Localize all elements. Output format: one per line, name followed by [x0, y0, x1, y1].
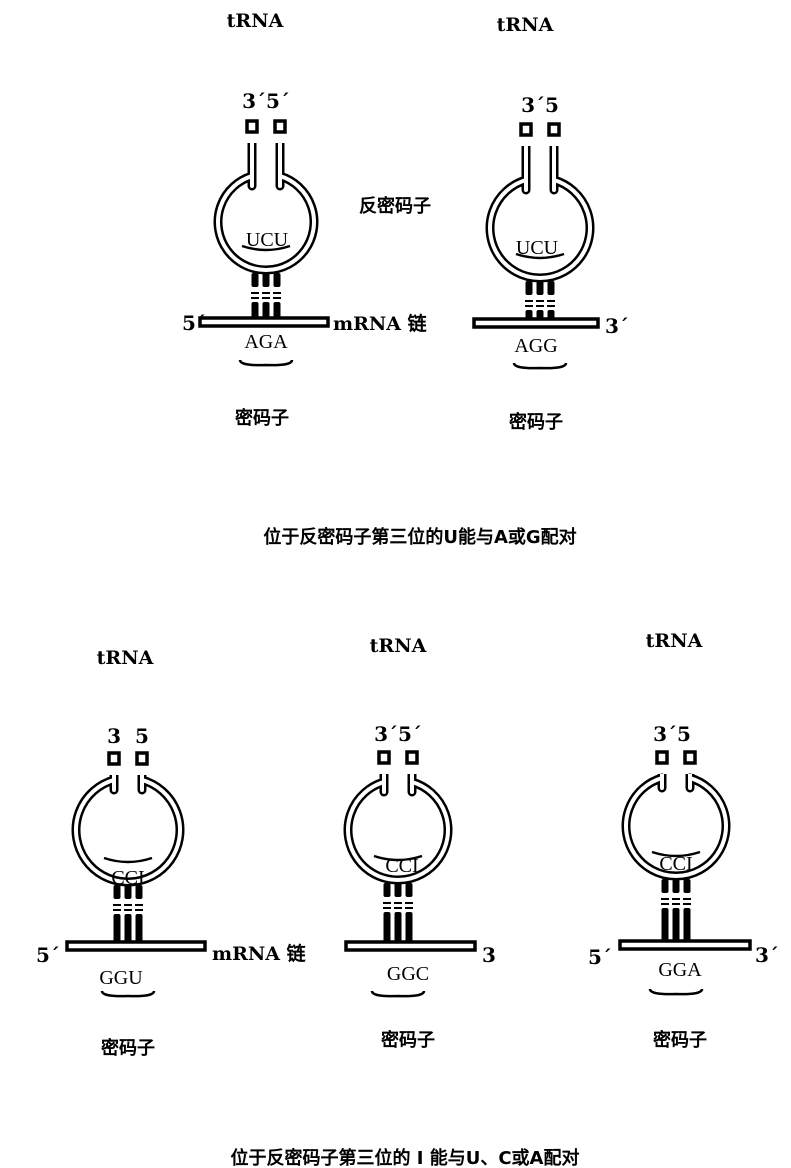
mrna-label: mRNA 链	[333, 312, 427, 335]
trna-loop-inner	[624, 774, 728, 878]
caption-bottom: 位于反密码子第三位的 I 能与U、C或A配对	[231, 1147, 580, 1168]
codon: GGC	[387, 963, 429, 985]
end-square-3	[107, 751, 121, 766]
base-stub-trna	[251, 273, 259, 287]
codon-label: 密码子	[101, 1037, 155, 1059]
end-square-5	[135, 751, 149, 766]
base-stub-mrna	[394, 912, 402, 942]
base-stub-mrna	[383, 912, 391, 942]
base-stub-mrna	[672, 908, 680, 941]
anticodon: CCI	[385, 855, 418, 877]
base-stub-trna	[394, 883, 402, 897]
mrna-3-prime: 3	[482, 943, 496, 967]
trna-label: tRNA	[497, 14, 554, 36]
end-square-5	[683, 750, 697, 765]
trna-shapes	[65, 119, 752, 998]
end-square-5	[273, 119, 287, 134]
base-stub-mrna	[113, 914, 121, 942]
base-stub-trna	[525, 281, 533, 295]
base-stub-mrna	[525, 310, 533, 319]
codon-bracket	[370, 990, 426, 998]
base-stub-trna	[661, 879, 669, 893]
base-stub-mrna	[273, 302, 281, 318]
anticodon-bracket	[651, 850, 701, 858]
trna-label: tRNA	[97, 647, 154, 669]
base-stub-trna	[547, 281, 555, 295]
codon-bracket	[512, 362, 568, 370]
anticodon-bracket	[373, 854, 423, 862]
codon: AGG	[514, 335, 557, 357]
anticodon-bracket	[103, 856, 153, 864]
mrna-strand	[65, 940, 207, 952]
end-square-3	[519, 122, 533, 137]
trna-loop-inner	[216, 143, 316, 272]
base-stub-trna	[405, 883, 413, 897]
end-square-3	[655, 750, 669, 765]
base-stub-mrna	[405, 912, 413, 942]
base-stub-trna	[383, 883, 391, 897]
mrna-label: mRNA 链	[212, 942, 306, 965]
codon-label: 密码子	[381, 1029, 435, 1051]
base-stub-trna	[536, 281, 544, 295]
anticodon: UCU	[246, 229, 289, 251]
mrna-3-prime: 3΄	[605, 314, 629, 338]
base-stub-mrna	[661, 908, 669, 941]
caption-top: 位于反密码子第三位的U能与A或G配对	[263, 526, 576, 548]
mrna-5-prime: 5΄	[36, 943, 60, 967]
end-square-3	[245, 119, 259, 134]
anticodon-label: 反密码子	[359, 195, 431, 217]
codon: GGU	[99, 967, 143, 989]
trna-loop-inner	[74, 775, 182, 884]
mrna-strand	[472, 317, 600, 329]
base-stub-trna	[113, 885, 121, 899]
trna-loop-inner	[488, 146, 592, 280]
mrna-strand	[344, 940, 477, 952]
anticodon-bracket	[515, 252, 565, 260]
trna-ends-label: 3΄5΄	[242, 89, 290, 113]
trna-ends-label: 3΄5	[653, 722, 691, 746]
end-square-5	[405, 750, 419, 765]
mrna-5-prime: 5΄	[182, 311, 206, 335]
trna-ends-label: 3΄5	[521, 93, 559, 117]
mrna-strand	[618, 939, 752, 951]
base-stub-mrna	[683, 908, 691, 941]
codon-label: 密码子	[653, 1029, 707, 1051]
base-stub-trna	[124, 885, 132, 899]
mrna-5-prime: 5΄	[588, 945, 612, 969]
mrna-strand	[198, 316, 330, 328]
base-stub-trna	[135, 885, 143, 899]
base-stub-trna	[273, 273, 281, 287]
codon-bracket	[100, 990, 156, 998]
trna-label: tRNA	[646, 630, 703, 652]
base-stub-mrna	[135, 914, 143, 942]
trna-loop-inner	[346, 774, 450, 882]
codon-bracket	[648, 988, 704, 996]
base-stub-trna	[683, 879, 691, 893]
trna-label: tRNA	[370, 635, 427, 657]
end-square-5	[547, 122, 561, 137]
codon-bracket	[238, 359, 294, 367]
base-stub-trna	[262, 273, 270, 287]
anticodon: CCI	[111, 867, 144, 889]
base-stub-mrna	[547, 310, 555, 319]
base-stub-mrna	[124, 914, 132, 942]
trna-ends-label: 3 5	[107, 724, 149, 748]
trna-label: tRNA	[227, 10, 284, 32]
anticodon-bracket	[241, 244, 291, 252]
codon: GGA	[658, 959, 702, 981]
end-square-3	[377, 750, 391, 765]
trna-ends-label: 3΄5΄	[374, 722, 422, 746]
base-stub-mrna	[536, 310, 544, 319]
anticodon: CCI	[659, 853, 692, 875]
codon-label: 密码子	[235, 407, 289, 429]
base-stub-mrna	[262, 302, 270, 318]
mrna-3-prime: 3΄	[755, 943, 779, 967]
base-stub-mrna	[251, 302, 259, 318]
anticodon: UCU	[516, 237, 559, 259]
codon-label: 密码子	[509, 411, 563, 433]
codon: AGA	[244, 331, 288, 353]
base-stub-trna	[672, 879, 680, 893]
